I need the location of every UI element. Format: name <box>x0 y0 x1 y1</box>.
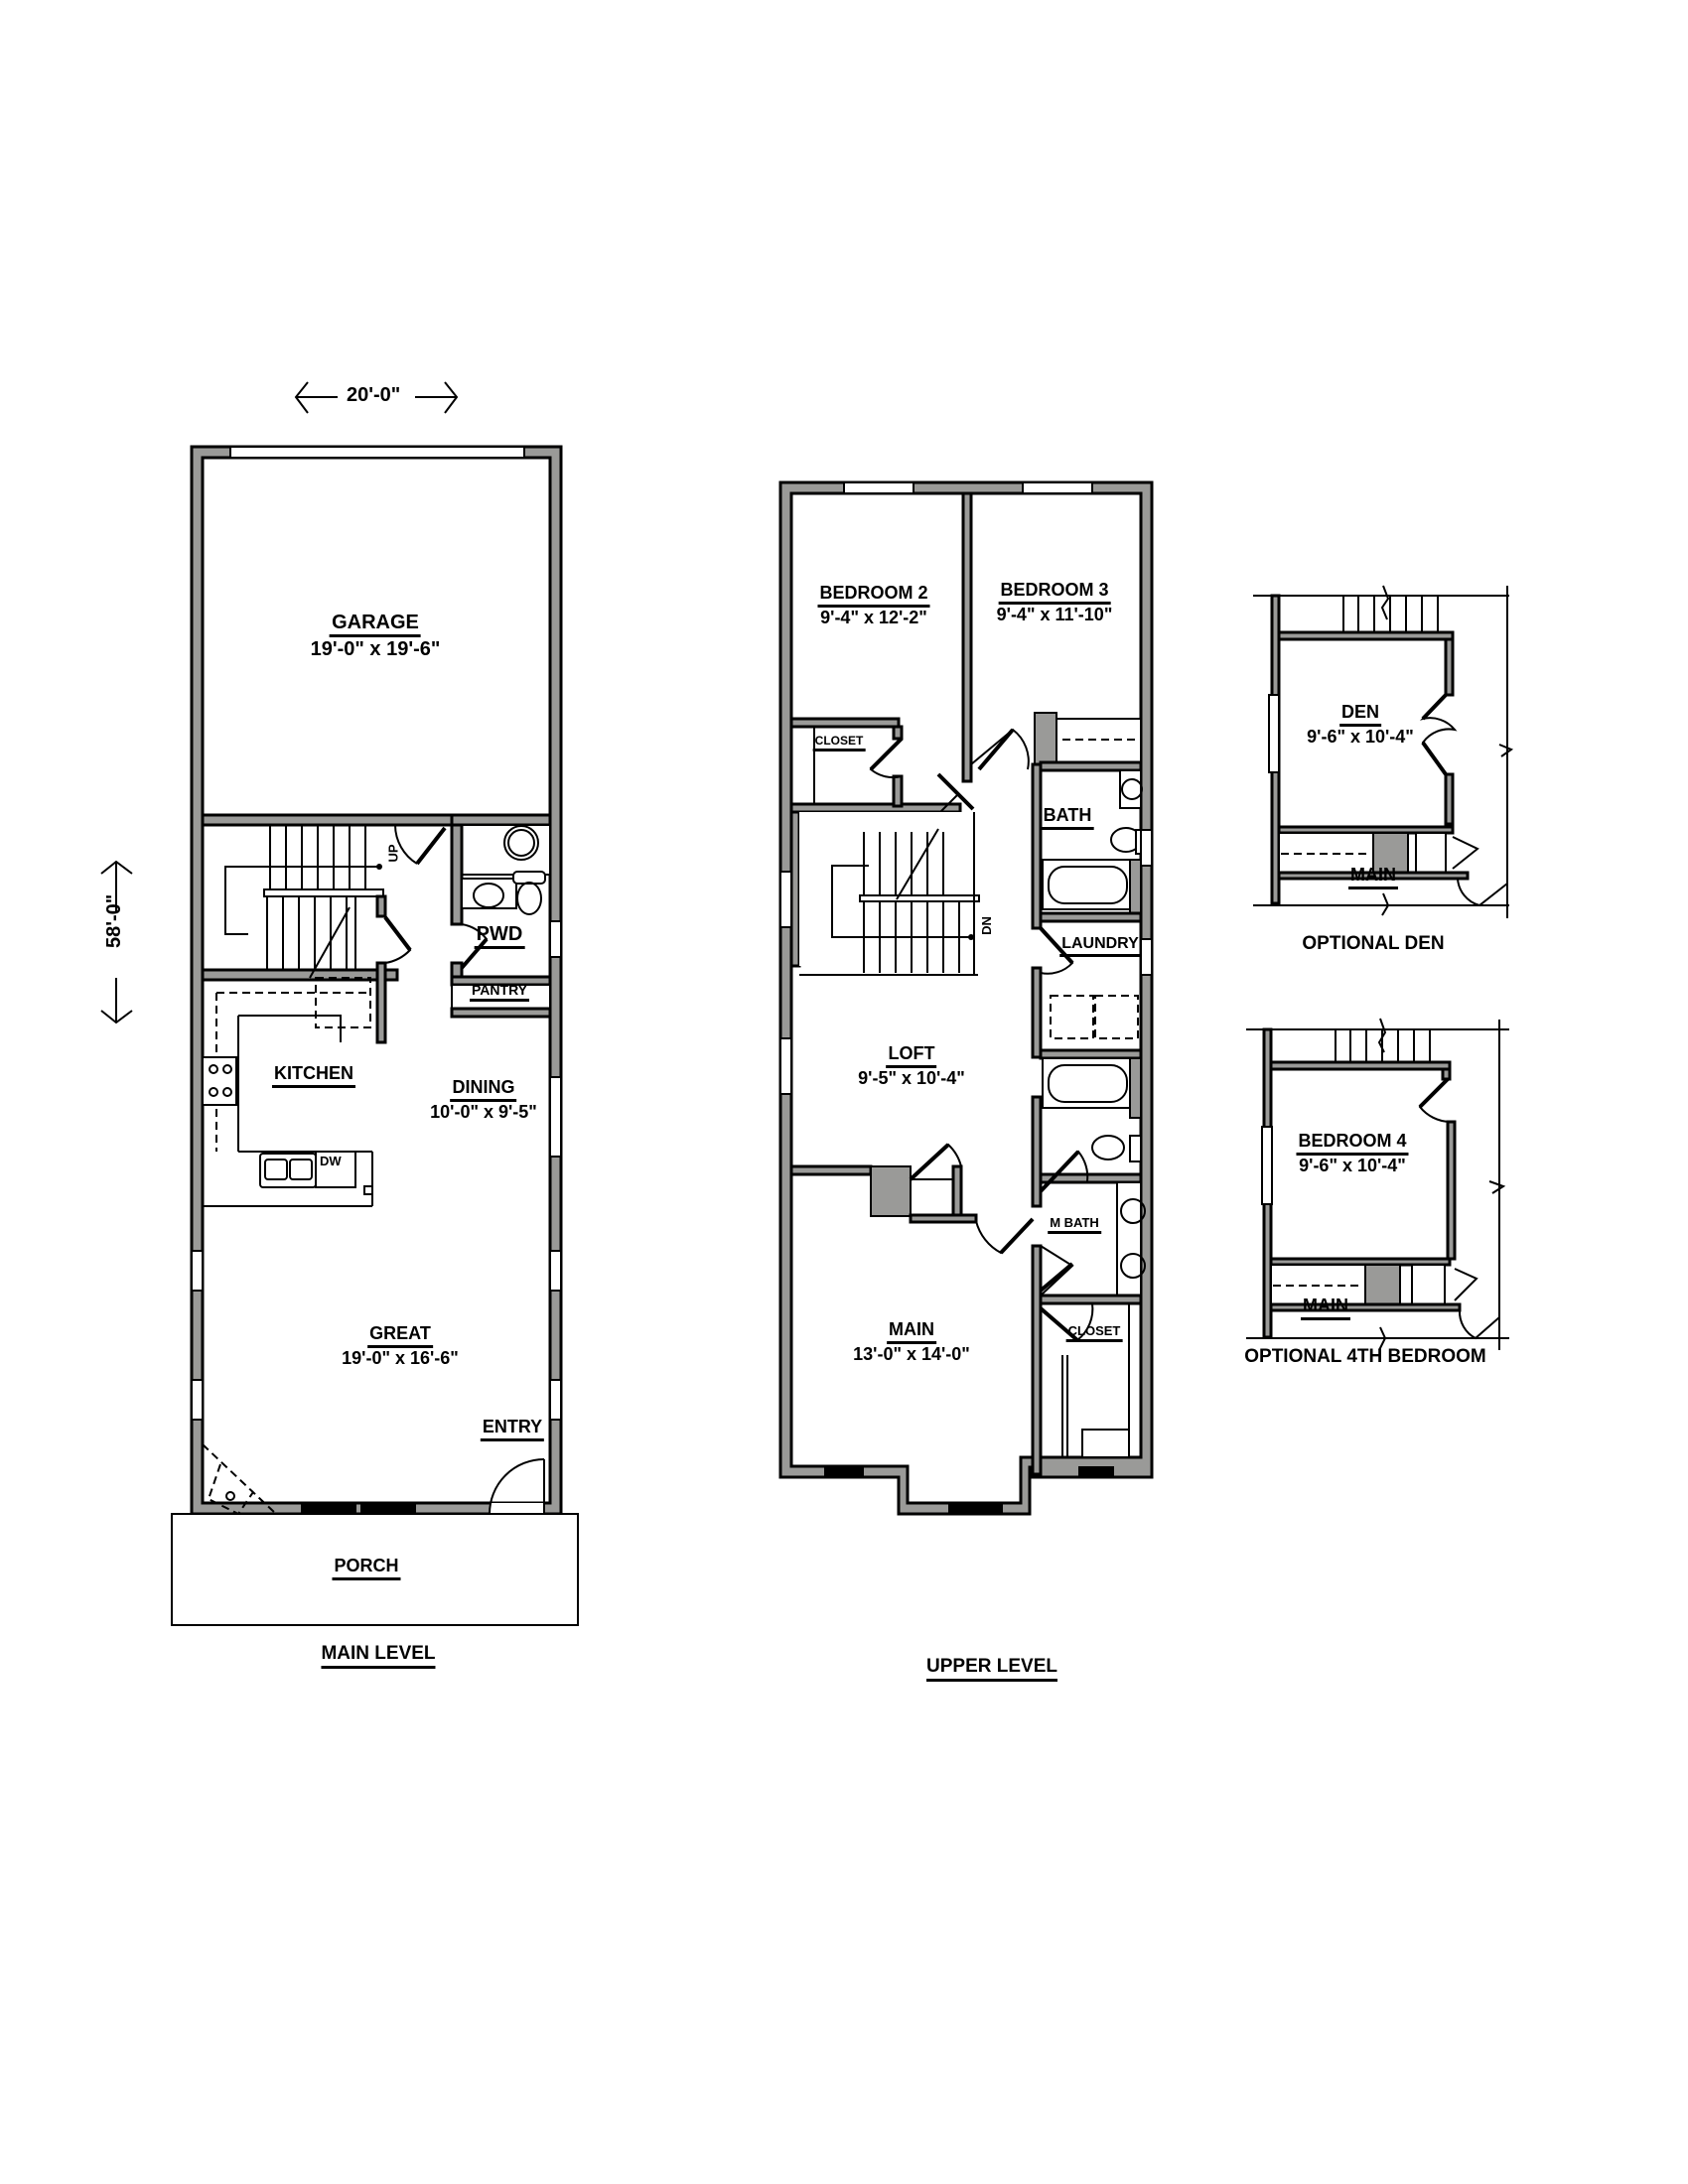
room-closet-main: CLOSET <box>1065 1323 1123 1343</box>
room-name: BEDROOM 4 <box>1296 1131 1409 1156</box>
room-name: DEN <box>1338 702 1381 727</box>
room-great: GREAT 19'-0" x 16'-6" <box>342 1323 459 1369</box>
main-level-caption: MAIN LEVEL <box>321 1643 436 1669</box>
room-name: PWD <box>474 923 525 949</box>
room-name: MAIN <box>1301 1296 1350 1320</box>
optional-bedroom4-caption: OPTIONAL 4TH BEDROOM <box>1244 1346 1486 1367</box>
room-bedroom-2: BEDROOM 2 9'-4" x 12'-2" <box>817 583 930 628</box>
room-name: BATH <box>1041 805 1094 830</box>
stair-up-label: UP <box>385 844 401 863</box>
room-loft: LOFT 9'-5" x 10'-4" <box>858 1043 965 1089</box>
main-stairs <box>224 825 384 979</box>
room-name: BEDROOM 2 <box>817 583 930 608</box>
dishwasher-label: DW <box>320 1154 342 1168</box>
room-pantry: PANTRY <box>470 982 529 1003</box>
room-den: DEN 9'-6" x 10'-4" <box>1307 702 1414 748</box>
optional-den-plan <box>1253 585 1514 918</box>
room-dimensions: 13'-0" x 14'-0" <box>853 1343 970 1364</box>
room-name: LAUNDRY <box>1059 935 1141 957</box>
room-dining: DINING 10'-0" x 9'-5" <box>430 1077 537 1123</box>
room-name: M BATH <box>1048 1215 1101 1235</box>
upper-stairs <box>799 812 980 976</box>
main-level-plan <box>171 445 579 1626</box>
stair-down-label: DN <box>978 916 994 935</box>
room-bedroom-4: BEDROOM 4 9'-6" x 10'-4" <box>1296 1131 1409 1176</box>
depth-dimension-arrow <box>100 860 133 1024</box>
room-bedroom-3: BEDROOM 3 9'-4" x 11'-10" <box>996 580 1113 625</box>
room-name: MAIN <box>886 1319 936 1344</box>
optional-den-caption: OPTIONAL DEN <box>1302 933 1445 954</box>
room-laundry: LAUNDRY <box>1059 935 1141 957</box>
room-m-bath: M BATH <box>1048 1215 1101 1235</box>
room-name: CLOSET <box>1065 1323 1123 1343</box>
bedroom4-adjacent-main: MAIN <box>1301 1296 1350 1320</box>
room-dimensions: 9'-4" x 11'-10" <box>996 604 1113 624</box>
upper-level-caption: UPPER LEVEL <box>926 1656 1057 1682</box>
overall-width-label: 20'-0" <box>347 384 401 406</box>
room-garage: GARAGE 19'-0" x 19'-6" <box>311 612 441 660</box>
width-dimension-arrow <box>294 381 459 414</box>
room-kitchen: KITCHEN <box>272 1063 355 1088</box>
room-dimensions: 9'-6" x 10'-4" <box>1307 726 1414 747</box>
room-name: MAIN <box>1348 865 1398 889</box>
room-name: LOFT <box>886 1043 937 1068</box>
room-porch: PORCH <box>332 1556 401 1580</box>
room-name: PANTRY <box>470 982 529 1003</box>
optional-bedroom4-plan <box>1246 1018 1509 1351</box>
room-name: GARAGE <box>330 612 421 637</box>
upper-level-plan <box>778 480 1154 1516</box>
room-dimensions: 9'-5" x 10'-4" <box>858 1067 965 1088</box>
room-dimensions: 9'-4" x 12'-2" <box>820 607 927 627</box>
room-entry: ENTRY <box>480 1417 545 1441</box>
room-dimensions: 19'-0" x 19'-6" <box>310 638 441 660</box>
room-pwd: PWD <box>474 923 525 949</box>
room-name: GREAT <box>367 1323 433 1348</box>
room-closet-bedroom-2: CLOSET <box>812 734 866 752</box>
room-bath: BATH <box>1041 805 1094 830</box>
den-adjacent-main: MAIN <box>1348 865 1398 889</box>
room-name: DINING <box>450 1077 517 1102</box>
room-name: PORCH <box>332 1556 401 1580</box>
room-dimensions: 19'-0" x 16'-6" <box>342 1347 459 1368</box>
room-dimensions: 10'-0" x 9'-5" <box>430 1101 537 1122</box>
room-main-bedroom: MAIN 13'-0" x 14'-0" <box>853 1319 970 1365</box>
room-name: BEDROOM 3 <box>998 580 1111 605</box>
overall-depth-label: 58'-0" <box>103 893 125 948</box>
room-name: ENTRY <box>480 1417 545 1441</box>
room-dimensions: 9'-6" x 10'-4" <box>1299 1155 1406 1175</box>
room-name: CLOSET <box>812 734 866 752</box>
room-name: KITCHEN <box>272 1063 355 1088</box>
